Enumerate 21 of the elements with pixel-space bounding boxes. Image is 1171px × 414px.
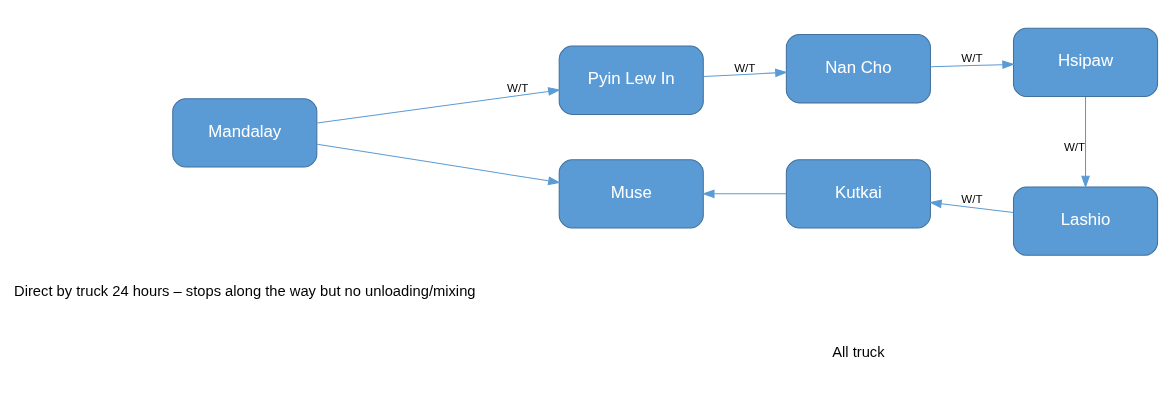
node-box: Muse: [558, 158, 704, 229]
node-box: Mandalay: [172, 97, 318, 168]
edge-label: W/T: [734, 61, 756, 74]
node-box: Kutkai: [785, 158, 931, 229]
label: Direct by truck 24 hours – stops along the way but no unloading/mixing: [14, 282, 476, 299]
edge-label: W/T: [1063, 140, 1086, 153]
arrow: [316, 86, 561, 124]
edge-label: W/T: [961, 192, 983, 205]
node-box: Pyin Lew In: [558, 45, 704, 115]
edge-label: W/T: [507, 81, 529, 94]
arrow: [316, 143, 561, 185]
arrow: [702, 68, 788, 77]
node-box: Nan Cho: [785, 33, 931, 103]
arrow: [1081, 95, 1090, 188]
arrow: [701, 188, 787, 198]
arrow: [930, 59, 1015, 69]
label: All truck: [832, 343, 885, 360]
node-box: Lashio: [1012, 185, 1159, 256]
edge-label: W/T: [961, 51, 983, 64]
node-box: Hsipaw: [1012, 27, 1159, 97]
arrow: [929, 198, 1014, 213]
